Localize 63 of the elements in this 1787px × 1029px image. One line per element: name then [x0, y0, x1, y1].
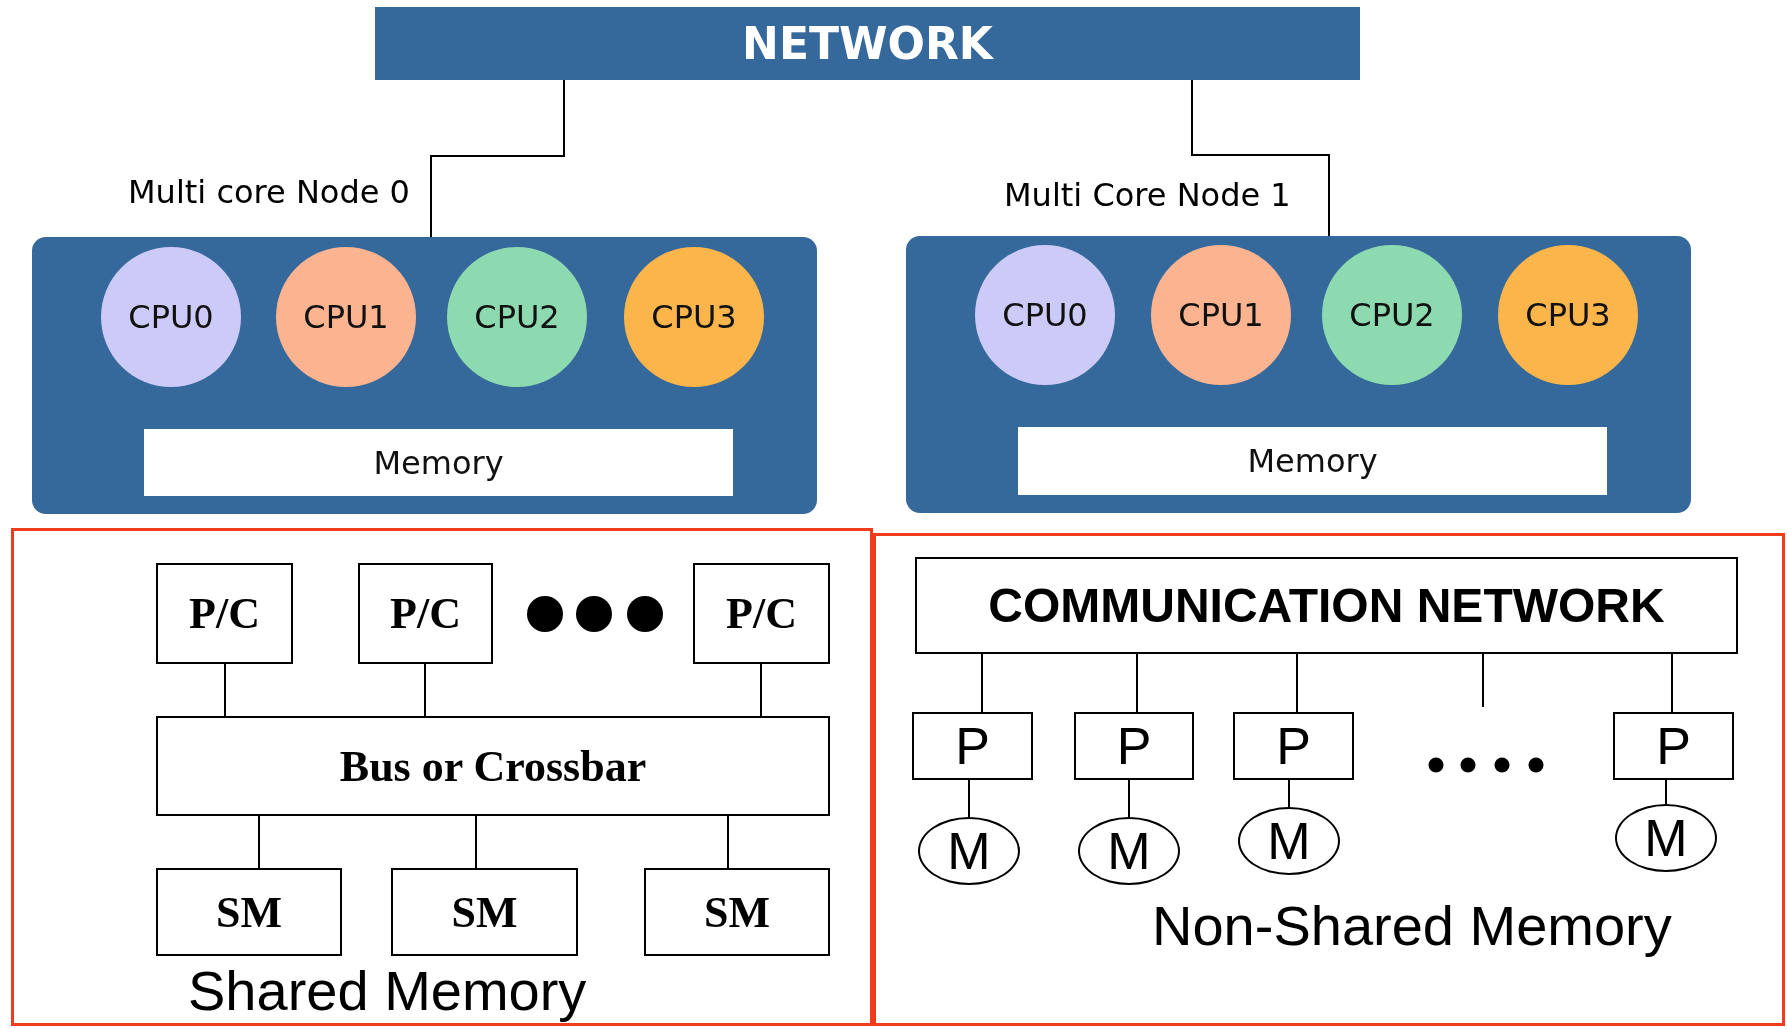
- cpu-label: CPU1: [303, 298, 389, 336]
- cpu-label: CPU3: [1525, 296, 1611, 334]
- connector-line: [424, 663, 426, 717]
- cpu-label: CPU0: [1002, 296, 1088, 334]
- processor-label: P: [1656, 716, 1691, 776]
- connector-line: [1482, 653, 1484, 708]
- processor-label: P/C: [726, 588, 797, 639]
- bus-box: [156, 716, 830, 816]
- shared-memory-box: [391, 868, 578, 956]
- processor-box: [1613, 712, 1734, 780]
- processor-label: P/C: [189, 588, 260, 639]
- memory-bar: [144, 429, 733, 496]
- connector-line: [760, 663, 762, 717]
- bus-label: Bus or Crossbar: [339, 740, 647, 792]
- connector-line: [727, 815, 729, 869]
- processor-box: [912, 712, 1033, 780]
- processor-label: P: [955, 716, 990, 776]
- memory-label: M: [1107, 821, 1151, 881]
- processor-label: P/C: [390, 588, 461, 639]
- connector-line: [1136, 653, 1138, 713]
- memory-label: M: [1644, 808, 1688, 868]
- connector-line: [1191, 79, 1330, 237]
- shared-memory-box: [156, 868, 342, 956]
- cpu-label: CPU2: [1349, 296, 1435, 334]
- connector-line: [1296, 653, 1298, 713]
- processor-box: [693, 563, 830, 664]
- connector-line: [1671, 653, 1673, 713]
- processor-box: [358, 563, 493, 664]
- connector-line: [1665, 779, 1667, 805]
- processor-label: P: [1116, 716, 1152, 776]
- memory-model-panel: [11, 528, 873, 1026]
- memory-label: M: [1267, 811, 1311, 871]
- memory-model-panel: [873, 533, 1785, 1026]
- memory-label: SM: [451, 886, 518, 938]
- node-title: Multi core Node 0: [128, 173, 410, 211]
- connector-line: [1288, 779, 1290, 808]
- cpu-label: CPU2: [474, 298, 560, 336]
- memory-label: Memory: [373, 443, 504, 482]
- cpu-label: CPU3: [651, 298, 737, 336]
- connector-line: [224, 663, 226, 717]
- processor-box: [1233, 712, 1354, 780]
- cpu-label: CPU0: [128, 298, 214, 336]
- processor-box: [1074, 712, 1194, 780]
- network-label: NETWORK: [742, 18, 993, 69]
- memory-label: Memory: [1247, 442, 1378, 480]
- memory-bar: [1018, 427, 1607, 495]
- network-box: [915, 557, 1738, 654]
- connector-line: [968, 779, 970, 818]
- memory-label: SM: [704, 886, 770, 938]
- memory-label: M: [947, 821, 991, 881]
- connector-line: [981, 653, 983, 713]
- cpu-label: CPU1: [1178, 296, 1264, 334]
- memory-label: SM: [216, 886, 282, 938]
- processor-label: P: [1276, 716, 1311, 776]
- connector-line: [430, 79, 565, 238]
- connector-line: [475, 815, 477, 869]
- node-title: Multi Core Node 1: [1004, 176, 1291, 214]
- network-bar: [375, 7, 1360, 80]
- network-label: COMMUNICATION NETWORK: [988, 578, 1665, 633]
- processor-box: [156, 563, 293, 664]
- connector-line: [258, 815, 260, 869]
- shared-memory-box: [644, 868, 830, 956]
- connector-line: [1128, 779, 1130, 818]
